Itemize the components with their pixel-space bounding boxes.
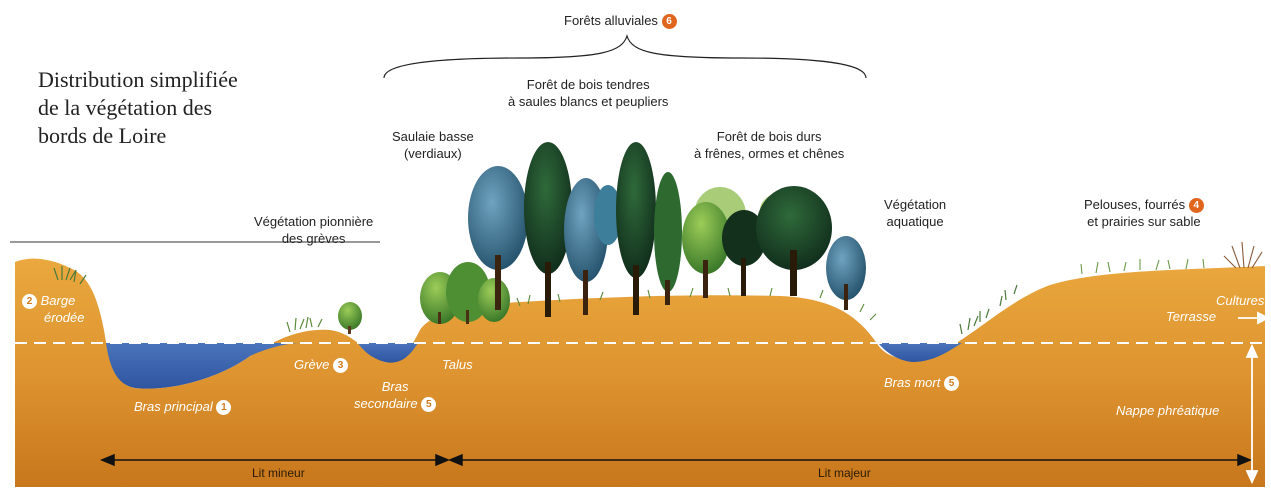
grass-pelouses [1080,258,1205,275]
title-line-3: bords de Loire [38,123,167,148]
label-saulaie-basse: Saulaie basse (verdiaux) [392,129,474,161]
badge-1: 1 [216,400,232,415]
label-bois-tendres: Forêt de bois tendres à saules blancs et… [508,77,669,109]
label-terrasse: Terrasse [1166,309,1217,324]
label-vegetation-aquatique: Végétation aquatique [884,197,947,229]
label-vegetation-pionniere: Végétation pionnière des grèves [254,214,374,246]
title-line-1: Distribution simplifiée [38,67,238,92]
lit-arrows [100,453,1252,467]
title-line-2: de la végétation des [38,95,213,120]
grass-greve [286,316,323,333]
label-bras-principal: Bras principal 1 [134,398,232,415]
label-talus: Talus [442,357,473,372]
water-bras-mort [878,343,962,362]
badge-5-mort: 5 [943,376,959,391]
cultures-arrow [1238,311,1271,325]
shrub-right [1223,241,1263,269]
badge-2: 2 [22,294,37,309]
label-pelouses: Pelouses, fourrés 4 et prairies sur sabl… [1084,196,1204,230]
nappe-arrow [1245,343,1259,485]
label-lit-majeur: Lit majeur [818,466,871,480]
label-bras-secondaire: Bras secondaire 5 [354,378,437,412]
water-bras-principal [104,343,300,389]
soil-profile [15,258,1265,487]
aquatic-vegetation [959,284,1018,335]
bush-greve [338,302,362,334]
label-lit-mineur: Lit mineur [252,466,305,480]
forets-brace [383,33,867,79]
diagram-title: Distribution simplifiée de la végétation… [38,66,238,150]
badge-3: 3 [333,358,349,373]
badge-6: 6 [661,14,677,29]
grass-left-bank [53,266,87,285]
label-forets-alluviales: Forêts alluviales 6 [564,12,677,29]
saulaie-bushes [420,262,510,324]
label-cultures: Cultures [1216,293,1265,308]
label-bois-durs: Forêt de bois durs à frênes, ormes et ch… [694,129,845,161]
label-greve: Grève 3 [294,356,349,373]
label-bras-mort: Bras mort 5 [884,374,959,391]
label-nappe-phreatique: Nappe phréatique [1116,403,1220,418]
label-barge-erodee: 2 Barge érodée [22,292,84,326]
water-bras-secondaire [358,343,418,363]
bois-durs-trees [682,186,866,310]
badge-5-secondaire: 5 [421,397,437,412]
bois-tendres-trees [468,142,682,317]
forest-undergrowth [516,287,877,321]
badge-4: 4 [1188,198,1204,213]
